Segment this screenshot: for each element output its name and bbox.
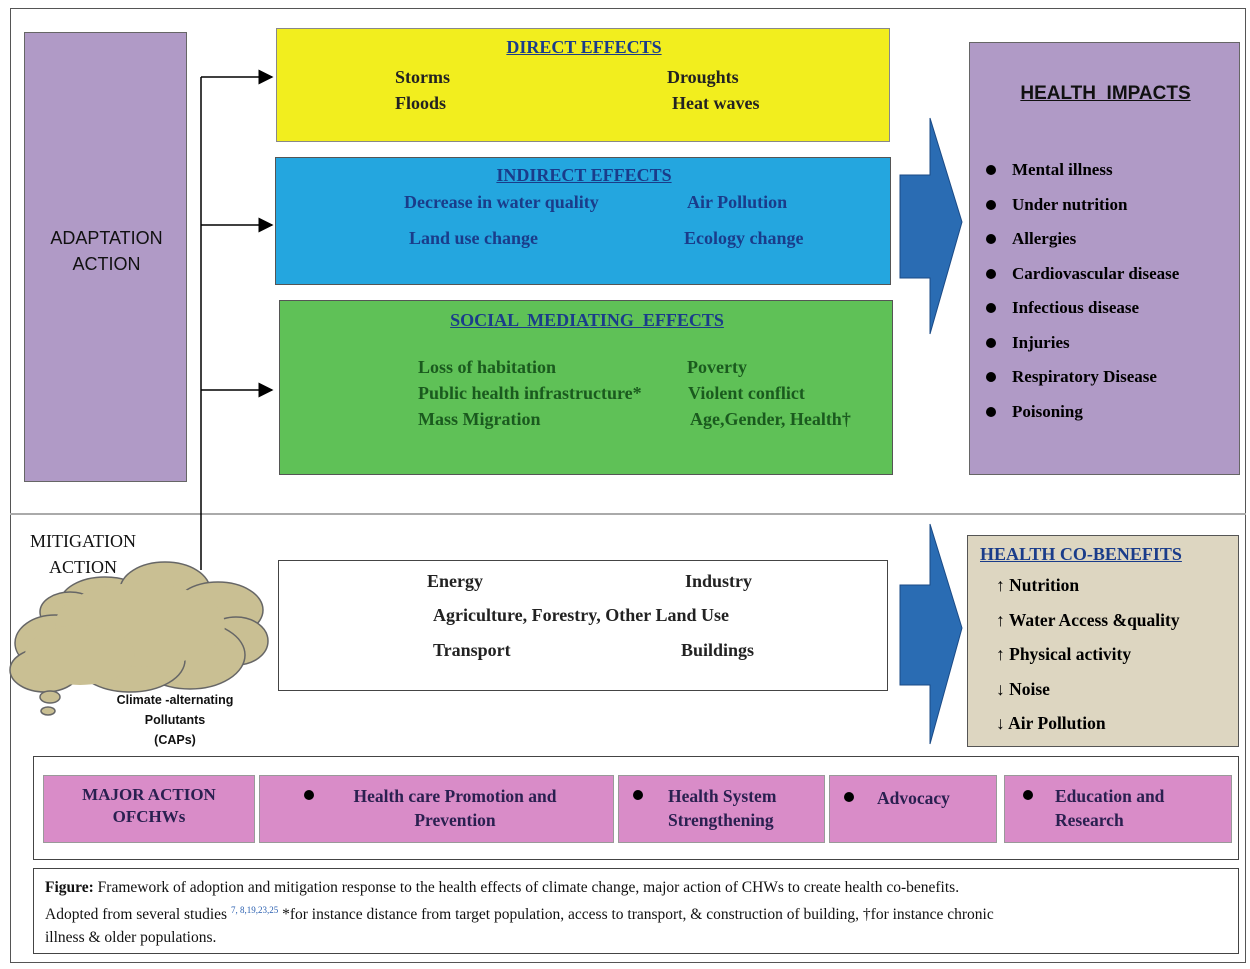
major-action-item: Health System Strengthening bbox=[618, 775, 825, 843]
cloud-caption-1: Climate -alternating bbox=[116, 693, 234, 707]
bullet-icon bbox=[986, 303, 996, 314]
major-action-label-2: OFCHWs bbox=[112, 807, 186, 826]
social-item: Age,Gender, Health† bbox=[690, 409, 851, 429]
indirect-item: Air Pollution bbox=[687, 192, 788, 212]
sector-item: Energy bbox=[427, 571, 483, 591]
bullet-icon bbox=[633, 790, 643, 800]
list-item: Cardiovascular disease bbox=[986, 257, 1179, 292]
indirect-item: Ecology change bbox=[684, 228, 804, 248]
cloud-caption-2: Pollutants bbox=[144, 713, 206, 727]
indirect-item: Decrease in water quality bbox=[404, 192, 599, 212]
sectors-box: Energy Industry Agriculture, Forestry, O… bbox=[278, 560, 888, 691]
caption-refs: 7, 8,19,23,25 bbox=[230, 905, 279, 915]
sector-item: Agriculture, Forestry, Other Land Use bbox=[433, 605, 729, 625]
direct-item: Floods bbox=[395, 93, 447, 113]
list-item: Allergies bbox=[986, 222, 1179, 257]
health-impacts-box: HEALTH IMPACTS Mental illness Under nutr… bbox=[969, 42, 1240, 475]
adaptation-label-1: ADAPTATION bbox=[50, 228, 163, 248]
cloud-caption: Climate -alternating Pollutants (CAPs) bbox=[100, 690, 250, 750]
section-divider bbox=[10, 513, 1246, 515]
cloud-icon bbox=[9, 561, 269, 716]
list-item: ↑ Water Access &quality bbox=[996, 609, 1180, 630]
mitigation-label-1: MITIGATION bbox=[30, 531, 136, 551]
major-action-label: MAJOR ACTION OFCHWs bbox=[43, 775, 255, 843]
adaptation-action-box: ADAPTATION ACTION bbox=[24, 32, 187, 482]
health-impacts-list: Mental illness Under nutrition Allergies… bbox=[986, 153, 1179, 429]
caption-line-3: illness & older populations. bbox=[45, 929, 217, 947]
caption-line-2b: *for instance distance from target popul… bbox=[282, 906, 994, 924]
cloud-caption-3: (CAPs) bbox=[154, 733, 196, 747]
list-item: Injuries bbox=[986, 326, 1179, 361]
list-item: Respiratory Disease bbox=[986, 360, 1179, 395]
cobenefits-list: ↑ Nutrition ↑ Water Access &quality ↑ Ph… bbox=[996, 572, 1180, 745]
direct-item: Storms bbox=[395, 67, 450, 87]
major-action-item: Advocacy bbox=[829, 775, 997, 843]
arrow-icon: ↓ bbox=[996, 678, 1005, 699]
health-cobenefits-title: HEALTH CO-BENEFITS bbox=[980, 544, 1182, 564]
list-item: Infectious disease bbox=[986, 291, 1179, 326]
bullet-icon bbox=[986, 337, 996, 348]
bullet-icon bbox=[1023, 790, 1033, 800]
direct-item: Droughts bbox=[667, 67, 739, 87]
figure-caption bbox=[33, 868, 1239, 954]
bullet-icon bbox=[986, 165, 996, 176]
mitigation-label: MITIGATION ACTION bbox=[30, 528, 136, 580]
sector-item: Buildings bbox=[681, 640, 755, 660]
caption-text: Figure: Framework of adoption and mitiga… bbox=[45, 876, 1233, 949]
major-action-item: Health care Promotion and Prevention bbox=[259, 775, 614, 843]
health-cobenefits-box: HEALTH CO-BENEFITS ↑ Nutrition ↑ Water A… bbox=[967, 535, 1239, 747]
indirect-effects-box: INDIRECT EFFECTS Decrease in water quali… bbox=[275, 157, 891, 285]
bullet-icon bbox=[986, 199, 996, 210]
arrow-icon: ↑ bbox=[996, 644, 1005, 664]
list-item: Poisoning bbox=[986, 395, 1179, 430]
direct-item: Heat waves bbox=[672, 93, 760, 113]
adaptation-label-2: ACTION bbox=[72, 254, 141, 274]
arrow-icon: ↓ bbox=[996, 713, 1005, 733]
bullet-icon bbox=[986, 234, 996, 245]
health-impacts-title: HEALTH IMPACTS bbox=[1020, 83, 1191, 104]
bullet-icon bbox=[304, 790, 314, 800]
major-action-label-1: MAJOR ACTION bbox=[82, 785, 216, 804]
mitigation-label-2: ACTION bbox=[48, 557, 117, 577]
bullet-icon bbox=[986, 406, 996, 417]
sector-item: Industry bbox=[685, 571, 753, 591]
caption-line-1: Framework of adoption and mitigation res… bbox=[97, 879, 960, 896]
direct-effects-box: DIRECT EFFECTS Storms Droughts Floods He… bbox=[276, 28, 890, 142]
social-item: Mass Migration bbox=[418, 409, 541, 429]
major-action-item: Education and Research bbox=[1004, 775, 1232, 843]
sector-item: Transport bbox=[433, 640, 511, 660]
social-mediating-box: SOCIAL MEDIATING EFFECTS Loss of habitat… bbox=[279, 300, 893, 475]
diagram-frame bbox=[10, 8, 1246, 963]
list-item: ↑ Physical activity bbox=[996, 644, 1132, 664]
indirect-effects-title: INDIRECT EFFECTS bbox=[496, 165, 672, 185]
direct-effects-title: DIRECT EFFECTS bbox=[506, 37, 662, 57]
list-item: Under nutrition bbox=[986, 188, 1179, 223]
social-item: Poverty bbox=[687, 357, 747, 377]
list-item: Mental illness bbox=[986, 153, 1179, 188]
social-item: Violent conflict bbox=[688, 383, 805, 403]
caption-line-2a: Adopted from several studies bbox=[45, 906, 228, 924]
arrow-icon: ↑ bbox=[996, 575, 1005, 595]
list-item: ↓ Noise bbox=[996, 678, 1050, 699]
big-arrow-lower bbox=[899, 523, 963, 745]
list-item: ↑ Nutrition bbox=[996, 575, 1080, 595]
bullet-icon bbox=[986, 372, 996, 383]
indirect-item: Land use change bbox=[409, 228, 539, 248]
arrow-icon: ↑ bbox=[996, 609, 1005, 630]
caption-label: Figure: bbox=[45, 879, 94, 896]
bullet-icon bbox=[986, 268, 996, 279]
social-mediating-title: SOCIAL MEDIATING EFFECTS bbox=[450, 310, 724, 330]
list-item: ↓ Air Pollution bbox=[996, 713, 1106, 733]
social-item: Loss of habitation bbox=[418, 357, 557, 377]
social-item: Public health infrastructure* bbox=[418, 383, 642, 403]
bullet-icon bbox=[844, 792, 854, 802]
big-arrow-upper bbox=[899, 117, 963, 335]
